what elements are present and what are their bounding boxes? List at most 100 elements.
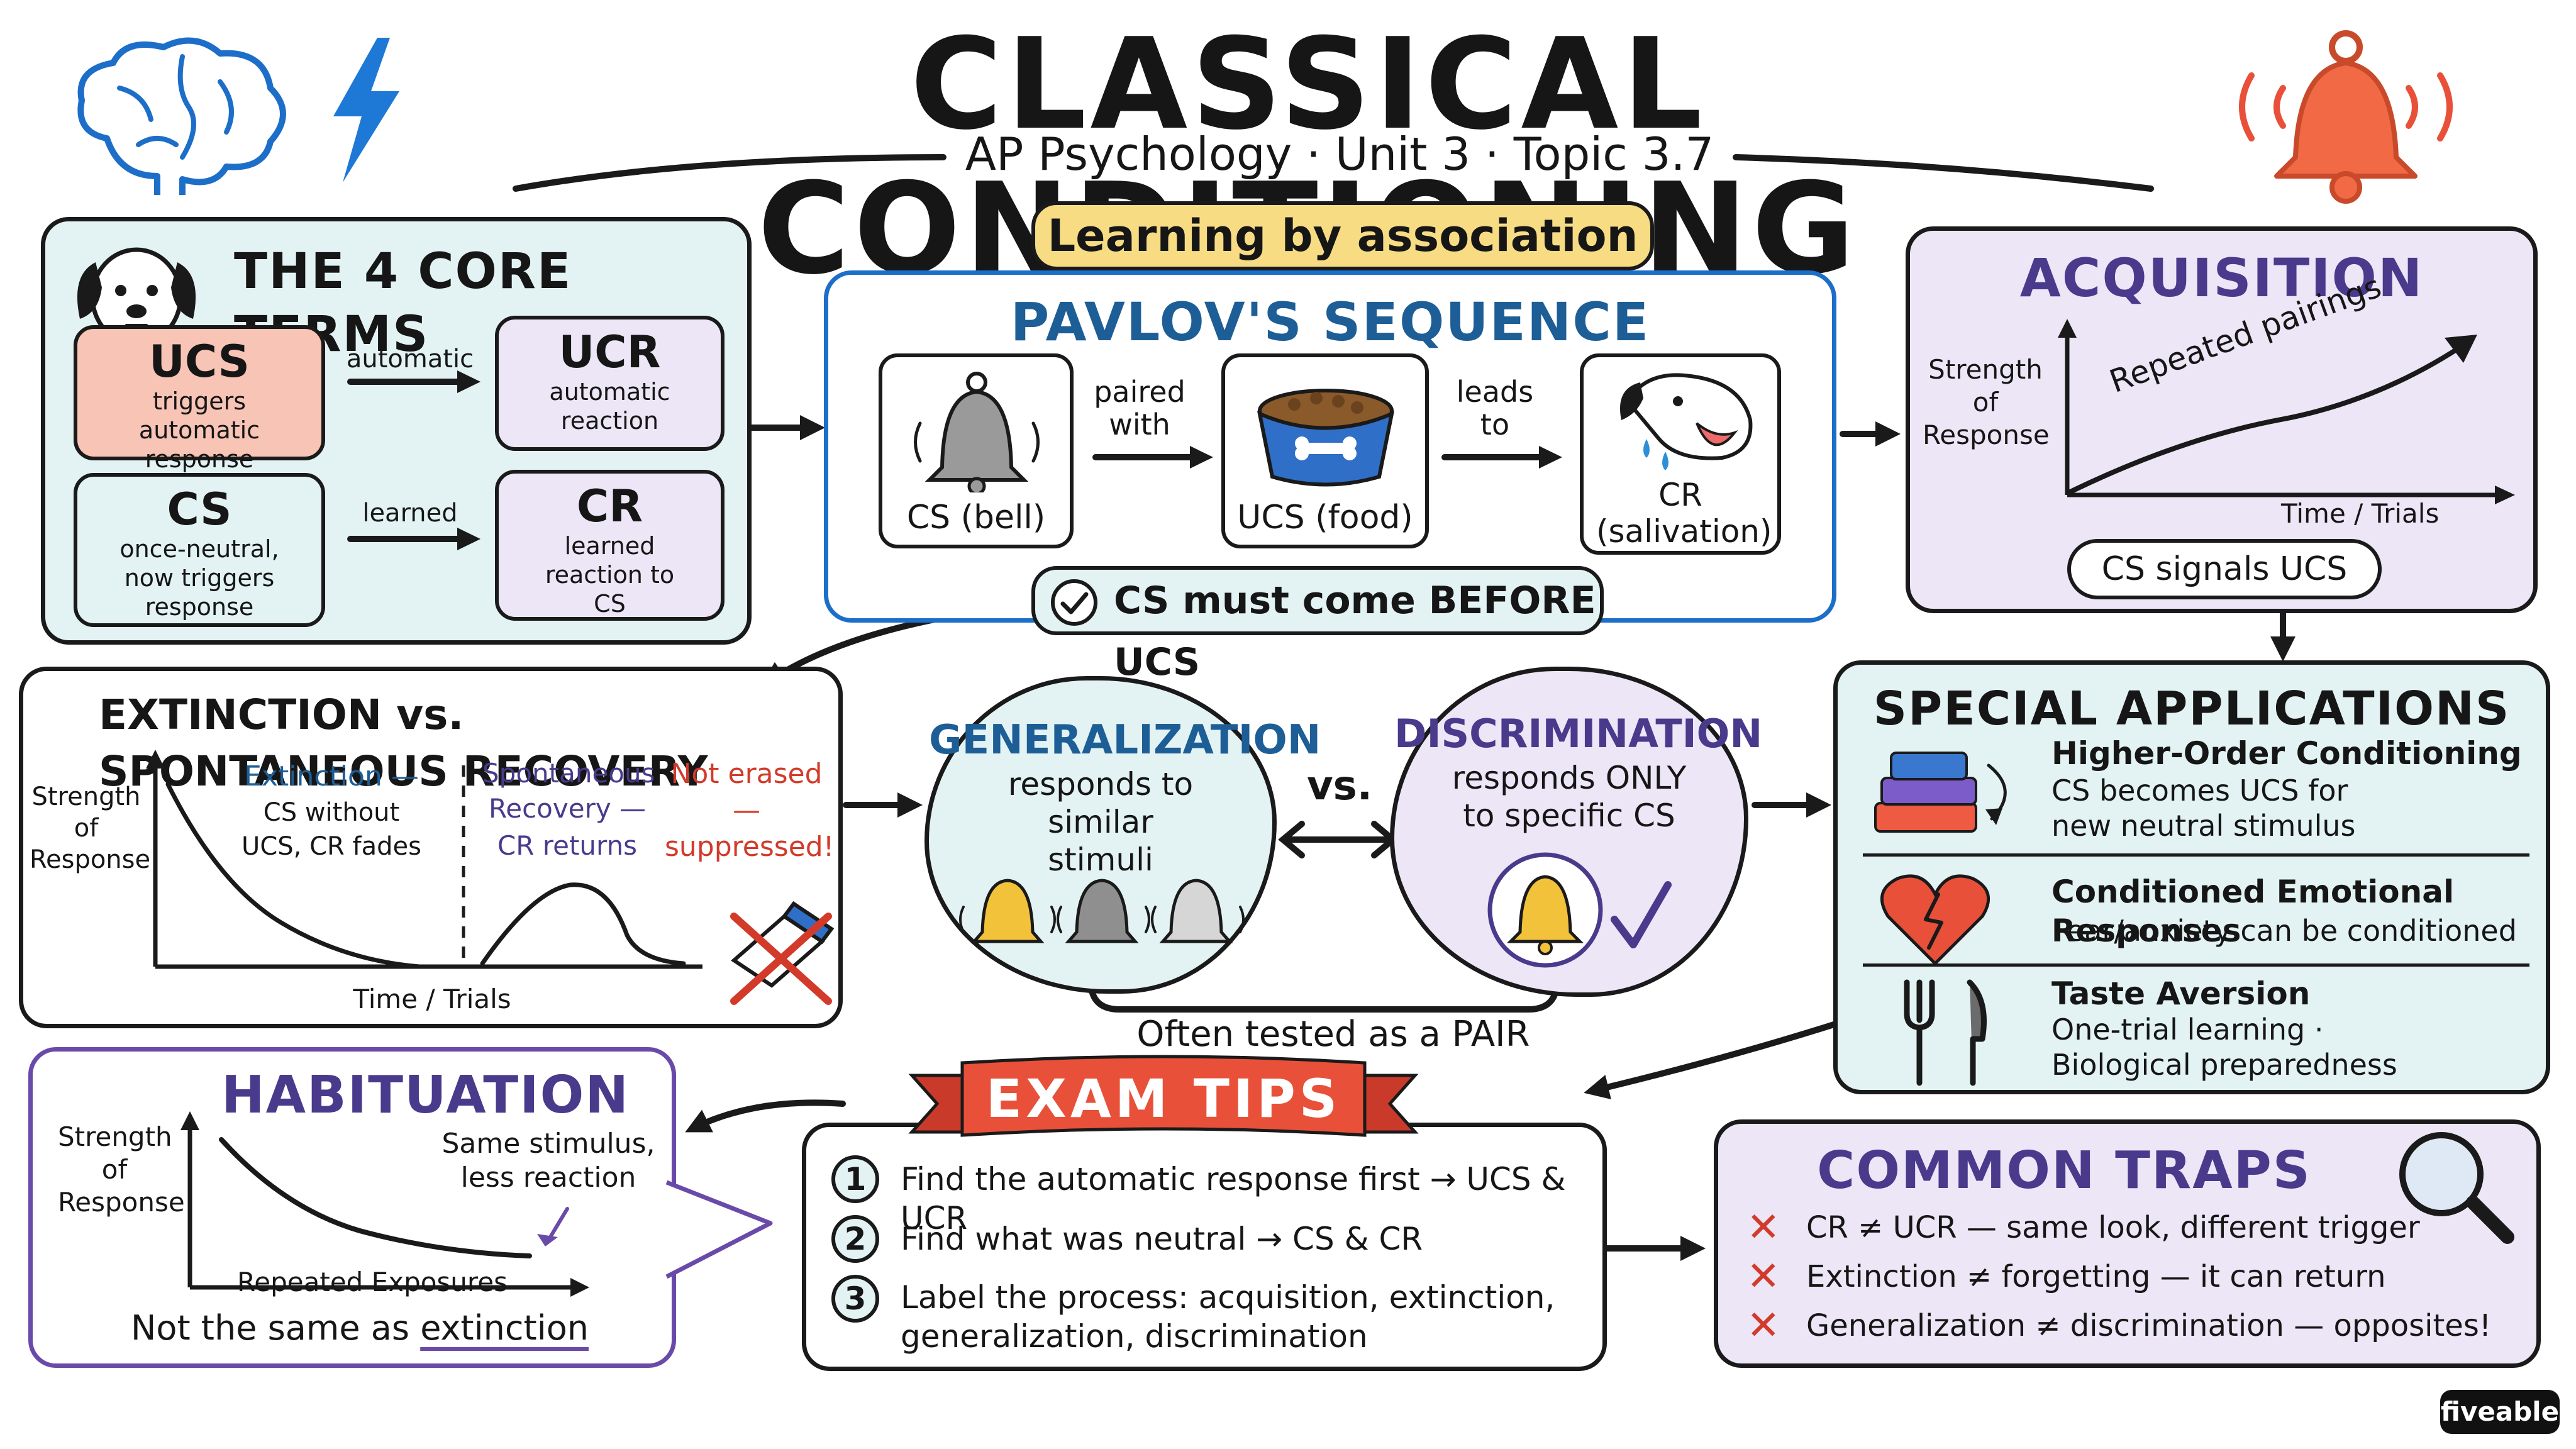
page-subtitle: AP Psychology · Unit 3 · Topic 3.7 <box>965 128 1714 180</box>
eraser-icon <box>715 891 841 1011</box>
extinction-panel: EXTINCTION vs. SPONTANEOUS RECOVERY Stre… <box>19 667 843 1028</box>
sequence-rule-text: CS must come BEFORE UCS <box>1114 579 1596 684</box>
pair-bracket <box>1088 984 1560 1013</box>
acquisition-note: CS signals UCS <box>2101 550 2348 588</box>
common-traps-panel: COMMON TRAPS ✕ CR ≠ UCR — same look, dif… <box>1714 1119 2541 1368</box>
acquisition-xlabel: Time / Trials <box>2281 498 2440 529</box>
habituation-graph <box>180 1111 589 1297</box>
habituation-title: HABITUATION <box>221 1065 630 1125</box>
ucr-term-card: UCR automatic reaction <box>495 316 724 451</box>
exam-tips-ribbon: EXAM TIPS <box>908 1055 1419 1145</box>
habituation-panel: HABITUATION Strength of Response Same st… <box>28 1047 676 1368</box>
extinction-ylabel: Strength of Response <box>30 782 151 874</box>
checkmark-circle-icon <box>1049 577 1099 628</box>
cs-abbr: CS <box>167 484 232 535</box>
ucs-food-label: UCS (food) <box>1237 499 1413 536</box>
ucs-to-ucr-arrow <box>347 370 480 393</box>
magnifier-icon <box>2385 1124 2523 1250</box>
extinction-label: Extinction — <box>244 760 419 792</box>
brand-badge: fiveable <box>2440 1390 2560 1434</box>
dog-bowl-icon <box>1244 373 1407 492</box>
acquisition-ylabel: Strength of Response <box>1923 354 2050 450</box>
special-title: SPECIAL APPLICATIONS <box>1873 682 2511 736</box>
special-item-2-desc: One-trial learning · Biological prepared… <box>2051 1013 2397 1082</box>
vs-label: vs. <box>1306 763 1373 809</box>
extinction-xlabel: Time / Trials <box>353 984 511 1014</box>
ucr-desc: automatic reaction <box>549 378 670 435</box>
habituation-ylabel: Strength of Response <box>58 1121 185 1218</box>
tip-2-number: 2 <box>831 1215 879 1263</box>
ucr-abbr: UCR <box>558 326 661 378</box>
extinction-title: EXTINCTION vs. SPONTANEOUS RECOVERY <box>99 691 708 796</box>
salivating-dog-icon <box>1602 364 1766 477</box>
tip-1-number: 1 <box>831 1155 879 1203</box>
sequence-title: PAVLOV'S SEQUENCE <box>1010 291 1650 353</box>
dog-icon <box>64 231 209 357</box>
bell-ringing-icon <box>2214 25 2478 208</box>
ucs-term-card: UCS triggers automatic response <box>74 325 325 473</box>
special-divider-2 <box>1863 963 2529 967</box>
cr-abbr: CR <box>576 480 643 532</box>
trap-2-text: Extinction ≠ forgetting — it can return <box>1806 1259 2386 1294</box>
cs-desc: once-neutral, now triggers response <box>119 535 279 621</box>
special-divider-1 <box>1863 853 2529 857</box>
cs-bell-label: CS (bell) <box>906 499 1046 536</box>
special-item-0-title: Higher-Order Conditioning <box>2051 735 2522 772</box>
pavlov-sequence-panel: PAVLOV'S SEQUENCE CS (bell) paired with <box>824 270 1836 623</box>
special-applications-panel: SPECIAL APPLICATIONS Higher-Order Condit… <box>1833 660 2550 1094</box>
cs-to-ucs-arrow <box>1092 446 1213 469</box>
broken-heart-icon <box>1875 869 1995 970</box>
specific-bell-icon <box>1485 850 1674 976</box>
tip-3-number: 3 <box>831 1275 879 1323</box>
habituation-note-emph: extinction <box>420 1308 589 1348</box>
recovery-label: Spontaneous Recovery — <box>482 758 655 824</box>
arrow-examtips-to-habituation <box>685 1099 846 1133</box>
tip-3-text: Label the process: acquisition, extincti… <box>901 1279 1555 1355</box>
cr-salivation-label: CR (salivation) <box>1596 477 1772 550</box>
habituation-xlabel: Repeated Exposures <box>236 1267 508 1297</box>
tip-1-text: Find the automatic response first → UCS … <box>901 1161 1566 1236</box>
cr-term-card: CR learned reaction to CS <box>495 470 724 621</box>
tagline-text: Learning by association <box>1047 210 1638 262</box>
common-traps-title: COMMON TRAPS <box>1817 1141 2311 1201</box>
trap-1-x-icon: ✕ <box>1746 1204 1780 1251</box>
exam-tips-title: EXAM TIPS <box>985 1068 1341 1130</box>
generalization-title: GENERALIZATION <box>929 717 1321 763</box>
cr-salivation-card: CR (salivation) <box>1580 353 1781 555</box>
cs-to-cr-arrow <box>347 528 480 550</box>
arrow-label-automatic: automatic <box>346 345 474 374</box>
special-item-1-desc: Fear/anxiety can be conditioned <box>2051 914 2517 948</box>
special-item-0-desc: CS becomes UCS for new neutral stimulus <box>2051 774 2356 843</box>
brand-name: fiveable <box>2440 1396 2560 1427</box>
special-item-1-title: Conditioned Emotional Responses <box>2051 874 2455 949</box>
tagline-banner: Learning by association <box>1031 201 1654 270</box>
extinction-desc: CS without UCS, CR fades <box>242 798 421 861</box>
discrimination-title: DISCRIMINATION <box>1394 711 1763 757</box>
discrimination-desc: responds ONLY to specific CS <box>1452 760 1687 834</box>
acquisition-title: ACQUISITION <box>2019 247 2424 309</box>
pair-note: Often tested as a PAIR <box>1136 1014 1530 1055</box>
arrow-special-to-examtips <box>1584 1013 1865 1099</box>
recovery-desc: CR returns <box>497 830 638 861</box>
bell-icon <box>904 367 1049 496</box>
generalization-desc: responds to similar stimuli <box>1008 766 1194 878</box>
similar-bells-icon <box>948 863 1256 957</box>
generalization-cloud: GENERALIZATION responds to similar stimu… <box>924 676 1321 994</box>
ucs-abbr: UCS <box>149 336 250 387</box>
arrow-label-paired-with: paired with <box>1094 375 1185 441</box>
arrow-label-leads-to: leads to <box>1456 375 1534 441</box>
title-underline <box>513 154 2154 192</box>
trap-2-x-icon: ✕ <box>1746 1253 1780 1300</box>
acquisition-graph <box>2058 319 2515 504</box>
habituation-speech-tail <box>665 1180 773 1279</box>
discrimination-cloud: DISCRIMINATION responds ONLY to specific… <box>1390 667 1763 997</box>
trap-1-text: CR ≠ UCR — same look, different trigger <box>1806 1210 2420 1245</box>
fork-knife-icon <box>1891 976 1998 1089</box>
arrow-label-learned: learned <box>362 499 458 528</box>
cs-term-card: CS once-neutral, now triggers response <box>74 473 325 627</box>
lightning-icon <box>318 35 412 186</box>
ucs-desc: triggers automatic response <box>138 387 260 473</box>
tip-2-text: Find what was neutral → CS & CR <box>901 1221 1423 1257</box>
acquisition-note-pill: CS signals UCS <box>2067 539 2382 599</box>
